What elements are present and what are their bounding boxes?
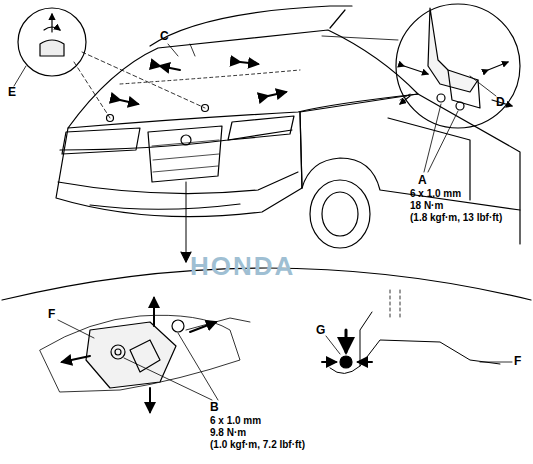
callout-letter: G — [316, 324, 325, 337]
callout-letter: D — [496, 96, 505, 109]
callout-letter: B — [210, 401, 219, 414]
bolt-size: 6 x 1.0 mm — [410, 188, 461, 199]
callout-letter: C — [160, 30, 169, 43]
callout-letter: F — [514, 355, 521, 368]
watermark: HONDA — [190, 252, 295, 281]
callout-letter: E — [8, 86, 16, 99]
callout-letter: F — [48, 308, 55, 321]
torque-value: (1.0 kgf·m, 7.2 lbf·ft) — [210, 439, 305, 450]
torque-value: 18 N·m — [410, 200, 443, 211]
bolt-size: 6 x 1.0 mm — [210, 415, 261, 426]
callout-letter: A — [418, 174, 427, 187]
torque-value: 9.8 N·m — [210, 427, 246, 438]
torque-value: (1.8 kgf·m, 13 lbf·ft) — [410, 212, 502, 223]
